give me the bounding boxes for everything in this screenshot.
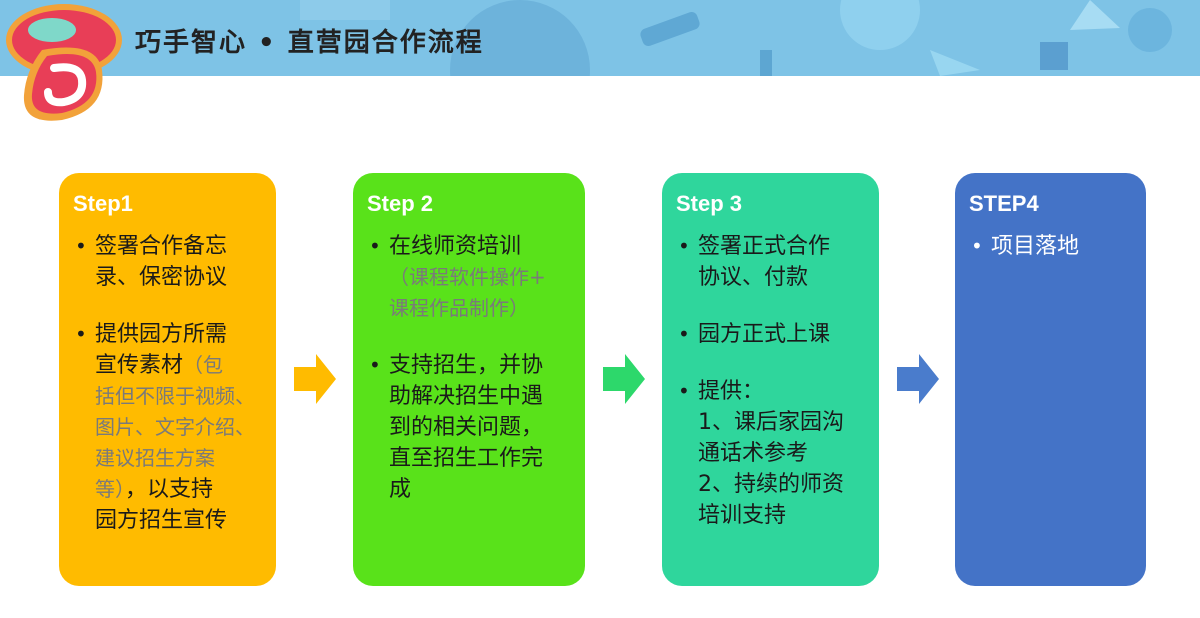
item-text: 提供：: [698, 379, 765, 404]
item-text: 等），以支持: [95, 474, 264, 505]
list-item: 提供园方所需 宣传素材（包 括但不限于视频、 图片、文字介绍、 建议招生方案 等…: [73, 319, 264, 536]
list-item: 园方正式上课: [676, 319, 867, 350]
step2-card: Step 2 在线师资培训 （课程软件操作+ 课程作品制作） 支持招生，并协 助…: [353, 173, 585, 586]
list-item: 在线师资培训 （课程软件操作+ 课程作品制作）: [367, 231, 573, 324]
item-text: 2、持续的师资: [698, 472, 844, 497]
item-text: 项目落地: [991, 234, 1080, 259]
item-text: 园方正式上课: [698, 322, 831, 347]
step3-title: Step 3: [676, 191, 743, 216]
step4-list: 项目落地: [969, 231, 1134, 262]
item-text: ，以支持: [125, 477, 214, 502]
item-text: 助解决招生中遇: [389, 384, 544, 409]
item-note: 图片、文字介绍、: [95, 415, 255, 439]
item-note: （课程软件操作+: [389, 265, 546, 289]
item-text: 支持招生，并协: [389, 353, 544, 378]
step2-title: Step 2: [367, 191, 434, 216]
item-note: 建议招生方案: [95, 446, 215, 470]
list-item: 支持招生，并协 助解决招生中遇 到的相关问题， 直至招生工作完 成: [367, 350, 573, 505]
item-text: 签署合作备忘: [95, 234, 228, 259]
item-note: 括但不限于视频、: [95, 384, 255, 408]
item-text: 培训支持: [698, 503, 787, 528]
item-text: 在线师资培训: [389, 234, 522, 259]
arrow-right-icon: [294, 354, 336, 404]
item-text: 提供园方所需: [95, 322, 228, 347]
item-text: 宣传素材（包: [95, 350, 264, 381]
step2-list: 在线师资培训 （课程软件操作+ 课程作品制作） 支持招生，并协 助解决招生中遇 …: [367, 231, 573, 505]
item-text: 1、课后家园沟: [698, 410, 844, 435]
step3-list: 签署正式合作 协议、付款 园方正式上课 提供： 1、课后家园沟 通话术参考 2、…: [676, 231, 867, 531]
step1-title: Step1: [73, 191, 133, 216]
arrow-right-icon: [603, 354, 645, 404]
step3-card: Step 3 签署正式合作 协议、付款 园方正式上课 提供： 1、课后家园沟 通…: [662, 173, 879, 586]
item-text: 协议、付款: [698, 265, 809, 290]
item-note: 等）: [95, 477, 125, 501]
item-text: 直至招生工作完: [389, 446, 544, 471]
item-text: 成: [389, 477, 412, 502]
list-item: 签署合作备忘 录、保密协议: [73, 231, 264, 293]
list-item: 项目落地: [969, 231, 1134, 262]
arrow-right-icon: [897, 354, 939, 404]
item-text: 到的相关问题，: [389, 415, 544, 440]
brand-logo: [6, 4, 122, 121]
list-item: 签署正式合作 协议、付款: [676, 231, 867, 293]
step4-card: STEP4 项目落地: [955, 173, 1146, 586]
item-text: 通话术参考: [698, 441, 809, 466]
list-item: 提供： 1、课后家园沟 通话术参考 2、持续的师资 培训支持: [676, 376, 867, 531]
item-text: 园方招生宣传: [95, 508, 228, 533]
step4-title: STEP4: [969, 191, 1039, 216]
item-text: 录、保密协议: [95, 265, 228, 290]
step1-card: Step1 签署合作备忘 录、保密协议 提供园方所需 宣传素材（包 括但不限于视…: [59, 173, 276, 586]
item-text: 宣传素材: [95, 353, 184, 378]
item-text: 签署正式合作: [698, 234, 831, 259]
item-note: （包: [183, 353, 224, 377]
item-note: 课程作品制作）: [389, 296, 529, 320]
banner-decoration: [300, 0, 1172, 76]
header-banner: [0, 0, 1200, 76]
step1-list: 签署合作备忘 录、保密协议 提供园方所需 宣传素材（包 括但不限于视频、 图片、…: [73, 231, 264, 536]
page-title: 巧手智心 • 直营园合作流程: [135, 28, 484, 58]
